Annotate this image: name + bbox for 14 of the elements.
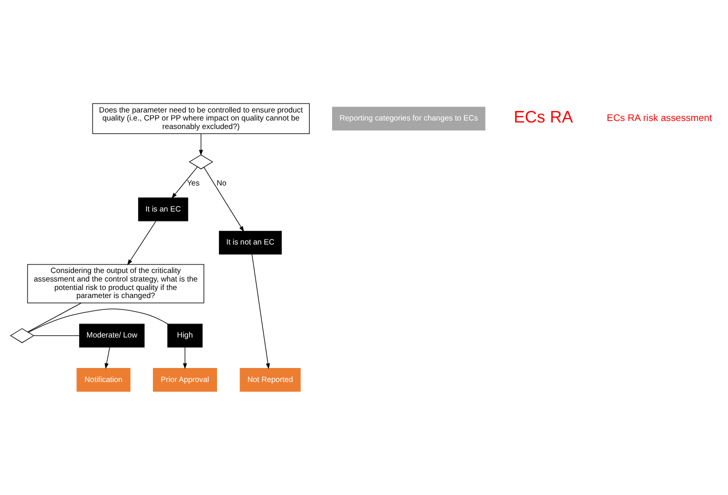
arrow [127,220,156,266]
arrow [198,133,204,156]
arrow [204,166,244,232]
arrow [252,254,270,370]
node-diamond [188,154,214,170]
arrow [182,347,187,370]
connector [33,335,80,336]
arrow [171,166,198,199]
connector [27,302,82,332]
arrow [104,347,110,370]
label: ECs RA risk assessment [606,112,712,124]
label: ECs RA [514,108,573,127]
node-diamond [10,328,34,344]
connector [28,308,168,333]
